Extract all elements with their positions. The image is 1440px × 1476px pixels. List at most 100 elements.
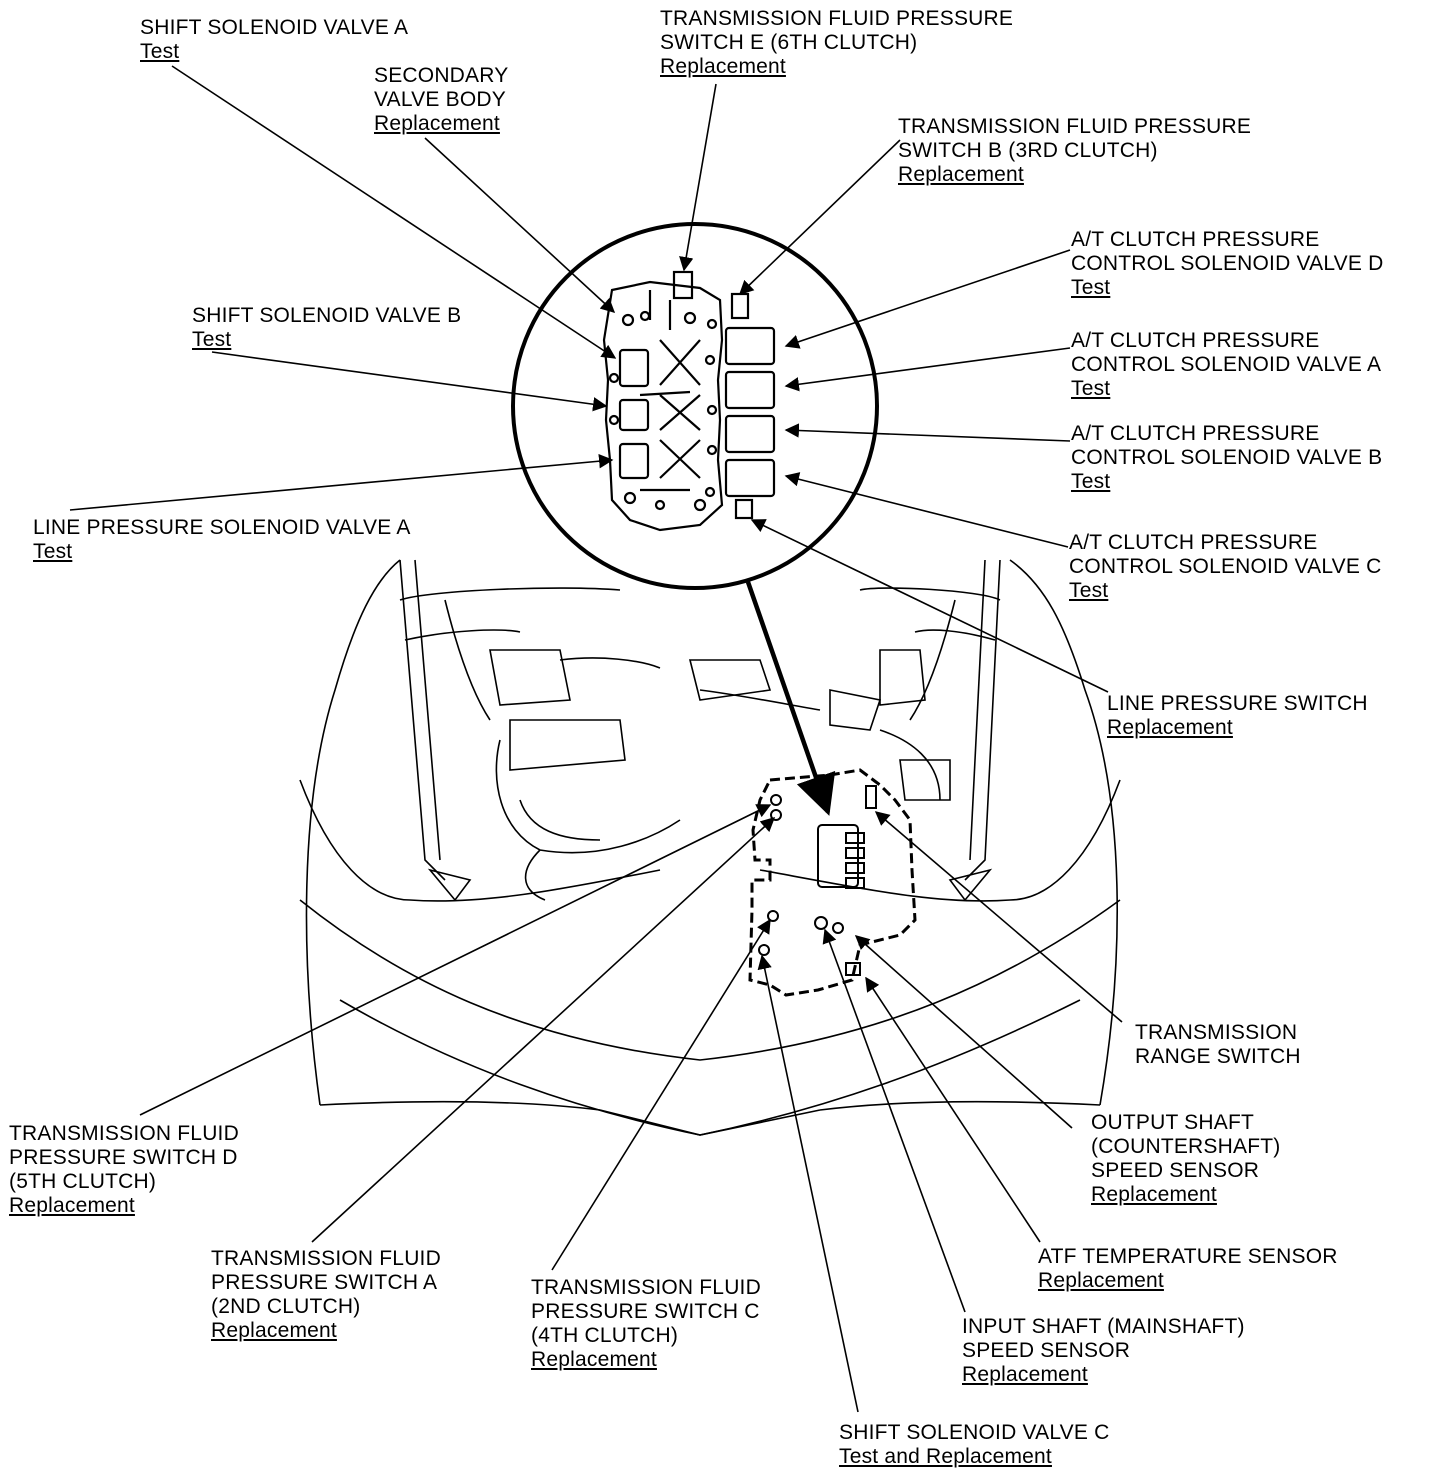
label-name: OUTPUT SHAFT bbox=[1091, 1111, 1255, 1134]
link-test[interactable]: Test bbox=[1069, 579, 1109, 602]
link-replacement[interactable]: Replacement bbox=[898, 163, 1024, 186]
magnifier-circle bbox=[511, 222, 879, 590]
callout-shift-solenoid-valve-a: SHIFT SOLENOID VALVE A Test bbox=[140, 16, 408, 64]
link-replacement[interactable]: Replacement bbox=[374, 112, 500, 135]
callout-line-pressure-switch: LINE PRESSURE SWITCH Replacement bbox=[1107, 692, 1368, 740]
callout-atcpc-c: A/T CLUTCH PRESSURE CONTROL SOLENOID VAL… bbox=[1069, 531, 1381, 603]
label-name: CONTROL SOLENOID VALVE A bbox=[1071, 353, 1382, 376]
label-name: SECONDARY bbox=[374, 64, 509, 87]
label-name: SPEED SENSOR bbox=[962, 1339, 1131, 1362]
label-name: TRANSMISSION FLUID bbox=[9, 1122, 239, 1145]
leader-shift-sol-c bbox=[757, 954, 859, 1413]
transmission-case-outline bbox=[748, 768, 917, 997]
leader-tfps-c bbox=[551, 918, 771, 1271]
label-name: RANGE SWITCH bbox=[1135, 1045, 1301, 1068]
label-name: ATF TEMPERATURE SENSOR bbox=[1038, 1245, 1338, 1268]
magnifier-pointer-line bbox=[745, 581, 836, 816]
leader-tfps-a bbox=[311, 817, 776, 1243]
callout-tfps-b: TRANSMISSION FLUID PRESSURE SWITCH B (3R… bbox=[898, 115, 1251, 187]
label-name: SWITCH B (3RD CLUTCH) bbox=[898, 139, 1158, 162]
link-replacement[interactable]: Replacement bbox=[660, 55, 786, 78]
leader-shift-sol-b bbox=[211, 351, 608, 412]
label-name: A/T CLUTCH PRESSURE bbox=[1071, 422, 1320, 445]
callout-output-shaft-speed-sensor: OUTPUT SHAFT (COUNTERSHAFT) SPEED SENSOR… bbox=[1091, 1111, 1280, 1207]
link-test[interactable]: Test bbox=[33, 540, 73, 563]
leader-atcpc-c bbox=[784, 472, 1069, 548]
callout-tfps-d: TRANSMISSION FLUID PRESSURE SWITCH D (5T… bbox=[9, 1122, 239, 1218]
leader-secondary-body bbox=[424, 137, 616, 313]
label-name: LINE PRESSURE SWITCH bbox=[1107, 692, 1368, 715]
leader-tfps-d bbox=[139, 804, 772, 1116]
label-name: CONTROL SOLENOID VALVE D bbox=[1071, 252, 1384, 275]
link-replacement[interactable]: Replacement bbox=[962, 1363, 1088, 1386]
label-name: PRESSURE SWITCH D bbox=[9, 1146, 238, 1169]
label-name: PRESSURE SWITCH C bbox=[531, 1300, 760, 1323]
callout-atcpc-a: A/T CLUTCH PRESSURE CONTROL SOLENOID VAL… bbox=[1071, 329, 1381, 401]
callout-secondary-valve-body: SECONDARY VALVE BODY Replacement bbox=[374, 64, 508, 136]
label-name: TRANSMISSION FLUID bbox=[531, 1276, 761, 1299]
label-name: SWITCH E (6TH CLUTCH) bbox=[660, 31, 918, 54]
label-name: TRANSMISSION FLUID PRESSURE bbox=[898, 115, 1252, 138]
callout-tfps-a: TRANSMISSION FLUID PRESSURE SWITCH A (2N… bbox=[211, 1247, 441, 1343]
callout-atcpc-b: A/T CLUTCH PRESSURE CONTROL SOLENOID VAL… bbox=[1071, 422, 1382, 494]
leader-shift-sol-a bbox=[171, 65, 617, 359]
label-name: LINE PRESSURE SOLENOID VALVE A bbox=[33, 516, 411, 539]
callout-line-pressure-solenoid-a: LINE PRESSURE SOLENOID VALVE A Test bbox=[33, 516, 411, 564]
label-name: (4TH CLUTCH) bbox=[531, 1324, 679, 1347]
callout-shift-solenoid-valve-c: SHIFT SOLENOID VALVE C Test and Replacem… bbox=[839, 1421, 1109, 1469]
label-name: CONTROL SOLENOID VALVE C bbox=[1069, 555, 1382, 578]
leader-range-switch bbox=[874, 811, 1123, 1023]
label-name: A/T CLUTCH PRESSURE bbox=[1071, 329, 1320, 352]
leader-atcpc-a bbox=[784, 347, 1071, 392]
valve-body-in-vehicle bbox=[758, 785, 877, 976]
label-name: (5TH CLUTCH) bbox=[9, 1170, 157, 1193]
leader-lines bbox=[69, 65, 1123, 1413]
callout-atf-temperature-sensor: ATF TEMPERATURE SENSOR Replacement bbox=[1038, 1245, 1338, 1293]
label-name: (2ND CLUTCH) bbox=[211, 1295, 361, 1318]
label-name: TRANSMISSION bbox=[1135, 1021, 1298, 1044]
link-test[interactable]: Test bbox=[192, 328, 232, 351]
label-name: SHIFT SOLENOID VALVE B bbox=[192, 304, 462, 327]
callout-shift-solenoid-valve-b: SHIFT SOLENOID VALVE B Test bbox=[192, 304, 461, 352]
link-replacement[interactable]: Replacement bbox=[1107, 716, 1233, 739]
label-name: TRANSMISSION FLUID bbox=[211, 1247, 441, 1270]
callout-input-shaft-speed-sensor: INPUT SHAFT (MAINSHAFT) SPEED SENSOR Rep… bbox=[962, 1315, 1245, 1387]
link-replacement[interactable]: Replacement bbox=[1038, 1269, 1164, 1292]
link-test-and-replacement[interactable]: Test and Replacement bbox=[839, 1445, 1052, 1468]
link-test[interactable]: Test bbox=[140, 40, 180, 63]
leader-tfps-b bbox=[738, 139, 901, 295]
label-name: SHIFT SOLENOID VALVE A bbox=[140, 16, 409, 39]
callout-tfps-e: TRANSMISSION FLUID PRESSURE SWITCH E (6T… bbox=[660, 7, 1013, 79]
leader-input-sensor bbox=[822, 928, 966, 1313]
link-replacement[interactable]: Replacement bbox=[9, 1194, 135, 1217]
link-replacement[interactable]: Replacement bbox=[1091, 1183, 1217, 1206]
label-name: A/T CLUTCH PRESSURE bbox=[1069, 531, 1318, 554]
label-name: CONTROL SOLENOID VALVE B bbox=[1071, 446, 1383, 469]
label-name: SHIFT SOLENOID VALVE C bbox=[839, 1421, 1110, 1444]
leader-atcpc-b bbox=[784, 423, 1071, 442]
label-name: TRANSMISSION FLUID PRESSURE bbox=[660, 7, 1014, 30]
label-name: PRESSURE SWITCH A bbox=[211, 1271, 438, 1294]
leader-tfps-e bbox=[679, 83, 717, 272]
label-name: (COUNTERSHAFT) bbox=[1091, 1135, 1281, 1158]
link-replacement[interactable]: Replacement bbox=[531, 1348, 657, 1371]
callout-atcpc-d: A/T CLUTCH PRESSURE CONTROL SOLENOID VAL… bbox=[1071, 228, 1383, 300]
leader-line-switch bbox=[750, 519, 1109, 693]
vehicle-outline bbox=[299, 559, 1121, 1136]
leader-atcpc-d bbox=[784, 249, 1071, 349]
label-name: SPEED SENSOR bbox=[1091, 1159, 1260, 1182]
label-name: VALVE BODY bbox=[374, 88, 506, 111]
leader-output-sensor bbox=[854, 935, 1073, 1129]
link-test[interactable]: Test bbox=[1071, 470, 1111, 493]
leader-line-sol-a bbox=[69, 454, 614, 511]
link-test[interactable]: Test bbox=[1071, 377, 1111, 400]
callout-tfps-c: TRANSMISSION FLUID PRESSURE SWITCH C (4T… bbox=[531, 1276, 761, 1372]
label-name: A/T CLUTCH PRESSURE bbox=[1071, 228, 1320, 251]
callout-transmission-range-switch: TRANSMISSION RANGE SWITCH bbox=[1135, 1021, 1301, 1069]
link-replacement[interactable]: Replacement bbox=[211, 1319, 337, 1342]
link-test[interactable]: Test bbox=[1071, 276, 1111, 299]
leader-atf-temp bbox=[865, 976, 1041, 1243]
magnified-valve-body bbox=[602, 270, 776, 532]
